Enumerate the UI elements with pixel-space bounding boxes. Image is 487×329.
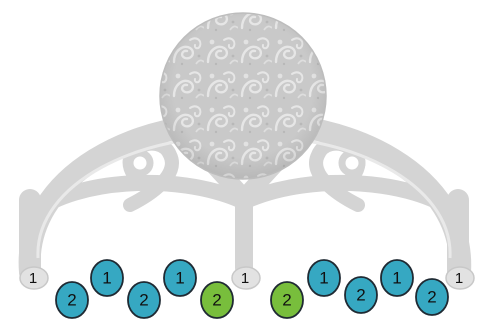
bead: 1 — [91, 260, 123, 296]
bead: 1 — [164, 260, 196, 296]
bead: 2 — [201, 282, 233, 318]
bead: 2 — [416, 279, 448, 315]
bead: 2 — [56, 282, 88, 318]
medallion — [160, 13, 326, 179]
bead-label: 1 — [102, 268, 111, 287]
bead: 2 — [345, 277, 377, 313]
bead: 2 — [128, 282, 160, 318]
post-base: 1 — [446, 267, 474, 289]
bead: 2 — [271, 282, 303, 318]
bead-label: 2 — [356, 285, 365, 304]
bead: 1 — [308, 260, 340, 296]
bead: 1 — [381, 260, 413, 296]
bead-label: 1 — [392, 268, 401, 287]
post-base: 1 — [20, 267, 48, 289]
post-label: 1 — [241, 270, 249, 287]
bead-label: 2 — [67, 290, 76, 309]
bead-label: 2 — [427, 287, 436, 306]
bead-label: 2 — [212, 290, 221, 309]
post-label: 1 — [455, 270, 463, 287]
bead-label: 1 — [175, 268, 184, 287]
bead-label: 2 — [139, 290, 148, 309]
bead-label: 2 — [282, 290, 291, 309]
post-base: 1 — [232, 267, 260, 289]
post-label: 1 — [29, 270, 37, 287]
bead-label: 1 — [319, 268, 328, 287]
left-loop-hole — [130, 153, 150, 173]
